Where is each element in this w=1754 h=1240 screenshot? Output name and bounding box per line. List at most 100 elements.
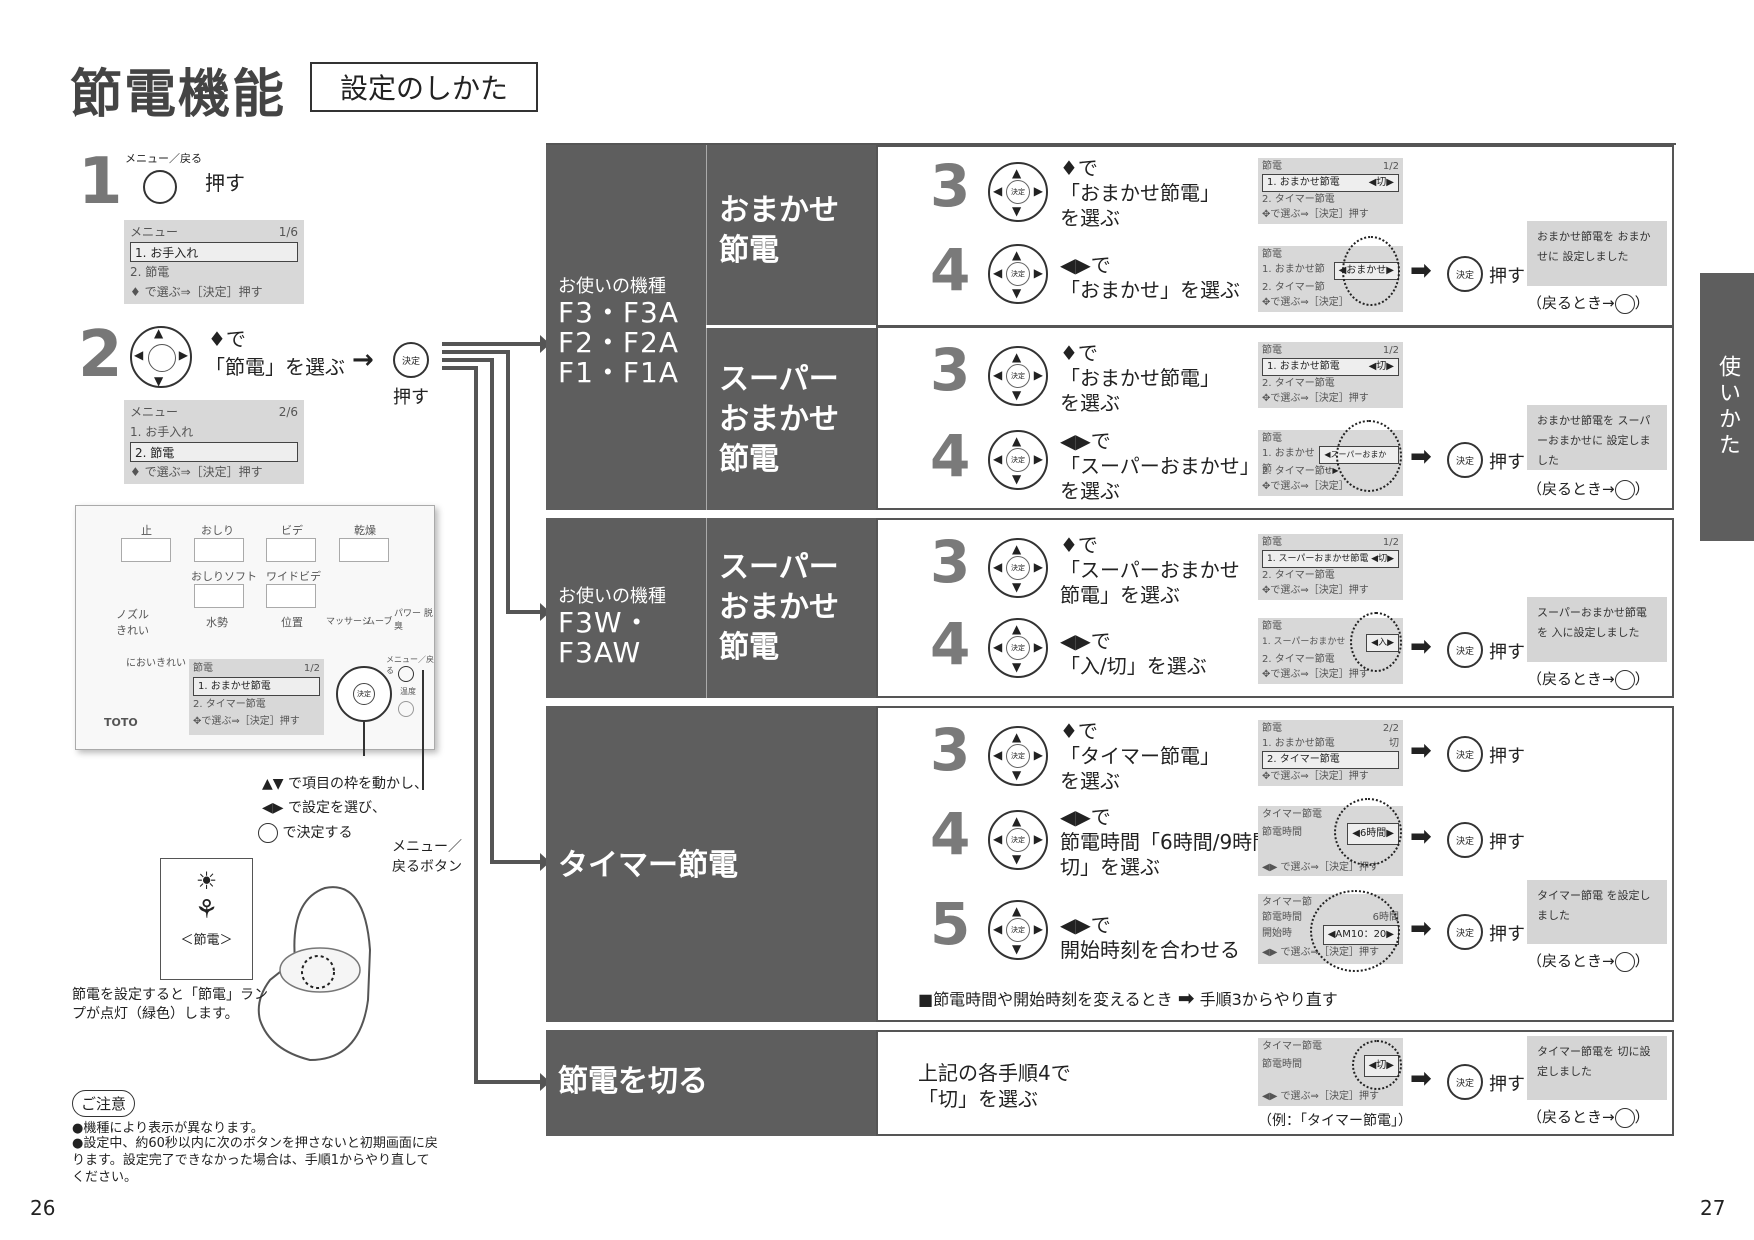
step-text: ♦で: [1060, 341, 1098, 365]
right-arrow-icon: ➡: [1177, 986, 1195, 1010]
oshiri-button[interactable]: [194, 538, 244, 562]
decide-button[interactable]: 決定: [393, 342, 429, 378]
decide-label: 決定: [1006, 636, 1030, 660]
lcd-title: 節電: [1262, 723, 1282, 734]
lcd-hint: ✥で選ぶ⇒［決定］: [1262, 297, 1349, 308]
model-name: F3・F3A: [558, 296, 679, 329]
highlight-circle: [1352, 1040, 1402, 1090]
sun-icon: ☀: [195, 867, 218, 895]
lcd-item: 1. おまかせ節電: [1262, 738, 1335, 749]
wide-bidet-button[interactable]: [266, 584, 316, 608]
step-action: 押す: [1489, 924, 1525, 945]
back-end: ）: [1634, 294, 1650, 312]
right-arrow-icon: ➡: [1410, 736, 1432, 766]
menu-back-icon: [1614, 669, 1635, 690]
lcd-item: 1. おまかせ節: [1262, 448, 1315, 475]
lcd-item: 1. おまかせ節: [1262, 264, 1325, 275]
lcd-title: 節電: [1262, 537, 1282, 548]
remote-temp-label: 温度: [400, 687, 416, 696]
step-text: 「スーパーおまかせ: [1060, 558, 1240, 582]
key-label-power: パワー 脱臭: [394, 609, 433, 632]
section-title: 節電を切る: [558, 1064, 708, 1099]
decide-button[interactable]: 決定: [1447, 736, 1483, 772]
step-text: 切」を選ぶ: [1060, 855, 1160, 879]
step-number: 3: [930, 528, 971, 596]
back-hint: （戻るとき→）: [1527, 950, 1650, 972]
legend-text: で決定する: [282, 825, 353, 841]
lcd-value: 切: [1389, 738, 1399, 749]
lcd-item: 1. おまかせ節電: [198, 681, 271, 692]
toilet-illustration: [257, 886, 372, 1062]
decide-button[interactable]: 決定: [1447, 632, 1483, 668]
cross-key-icon: ◀▶決定: [988, 346, 1048, 406]
step-text: ◀▶で: [1060, 629, 1111, 653]
caution-note-2: ●設定中、約60秒以内に次のボタンを押さないと初期画面に戻ります。設定完了できな…: [72, 1136, 438, 1185]
decide-button[interactable]: 決定: [1447, 914, 1483, 950]
decide-label: 決定: [1006, 744, 1030, 768]
lcd-hint: ✥で選ぶ⇒［決定］押す: [1262, 585, 1369, 596]
highlight-circle: [1350, 612, 1402, 672]
lcd-item: 節電時間: [1262, 912, 1302, 923]
dry-button[interactable]: [339, 538, 389, 562]
remote-cross-key[interactable]: [336, 666, 392, 722]
decide-button[interactable]: 決定: [1447, 1064, 1483, 1100]
key-label-massage: マッサージ: [326, 617, 371, 627]
leaf-icon: ⚘: [194, 895, 219, 925]
lcd-item: 2. タイマー節電: [1262, 654, 1335, 665]
bidet-button[interactable]: [266, 538, 316, 562]
lcd-hint: ✥で選ぶ⇒［決定］押す: [1262, 209, 1369, 220]
cross-key-dial[interactable]: ▲▼◀▶: [130, 326, 192, 388]
right-arrow-icon: ➡: [1410, 256, 1432, 286]
lcd-value: ◀切▶: [1368, 177, 1394, 188]
remote-decide-button[interactable]: 決定: [353, 683, 375, 705]
lcd-item: 2. タイマー節電: [1262, 194, 1335, 205]
menu-back-button[interactable]: [143, 170, 177, 204]
remote-temp-button[interactable]: [398, 701, 414, 717]
lamp-label: ＜節電＞: [180, 933, 233, 948]
decide-button[interactable]: 決定: [1447, 256, 1483, 292]
back-end: ）: [1634, 670, 1650, 688]
step-text: 「タイマー節電」: [1060, 744, 1220, 768]
step-text: 節電」を選ぶ: [1060, 583, 1180, 607]
step-number: 4: [930, 422, 971, 490]
lcd-hint: ✥で選ぶ⇒［決定］押す: [193, 716, 300, 727]
confirm-message: スーパーおまかせ節電を 入に設定しました: [1527, 597, 1667, 662]
step-number: 4: [930, 800, 971, 868]
step-text: を選ぶ: [1060, 206, 1120, 230]
lcd-hint: ♦ で選ぶ⇒［決定］押す: [130, 285, 263, 299]
lcd-item: 2. 節電: [135, 446, 175, 460]
oshiri-soft-button[interactable]: [194, 584, 244, 608]
back-end: ）: [1634, 1108, 1650, 1126]
right-arrow-icon: ➡: [1410, 632, 1432, 662]
cross-key-icon: ◀▶決定: [988, 162, 1048, 222]
decide-label: 決定: [1006, 364, 1030, 388]
cross-key-icon: ◀▶決定: [988, 618, 1048, 678]
step-text: を選ぶ: [1060, 769, 1120, 793]
remote-menu-button[interactable]: [398, 666, 414, 682]
decide-button[interactable]: 決定: [1447, 442, 1483, 478]
back-end: ）: [1634, 952, 1650, 970]
legend-line-2: ◀▶ で設定を選び、: [262, 800, 386, 816]
step-number: 4: [930, 236, 971, 304]
cross-key-icon: ◀▶決定: [988, 244, 1048, 304]
cross-key-icon: ◀▶決定: [988, 538, 1048, 598]
key-label-move: ムーブ: [366, 617, 393, 627]
confirm-message: タイマー節電 を設定しました: [1527, 880, 1667, 944]
step-action: 押す: [1489, 642, 1525, 663]
remote-menu-label: メニュー／戻る: [386, 655, 434, 675]
cross-key-icon: ◀▶決定: [988, 900, 1048, 960]
step-action: 押す: [1489, 266, 1525, 287]
model-name: F1・F1A: [558, 356, 679, 389]
stop-button[interactable]: [121, 538, 171, 562]
lcd-item: 2. タイマー節電: [193, 699, 266, 710]
step-text: ◀▶で: [1060, 805, 1111, 829]
decide-button[interactable]: 決定: [1447, 822, 1483, 858]
step-action: 押す: [1489, 832, 1525, 853]
back-hint: （戻るとき→）: [1527, 478, 1650, 500]
lcd-item: 2. タイマー節電: [1267, 754, 1340, 765]
section-title: スーパー おまかせ 節電: [719, 550, 839, 665]
